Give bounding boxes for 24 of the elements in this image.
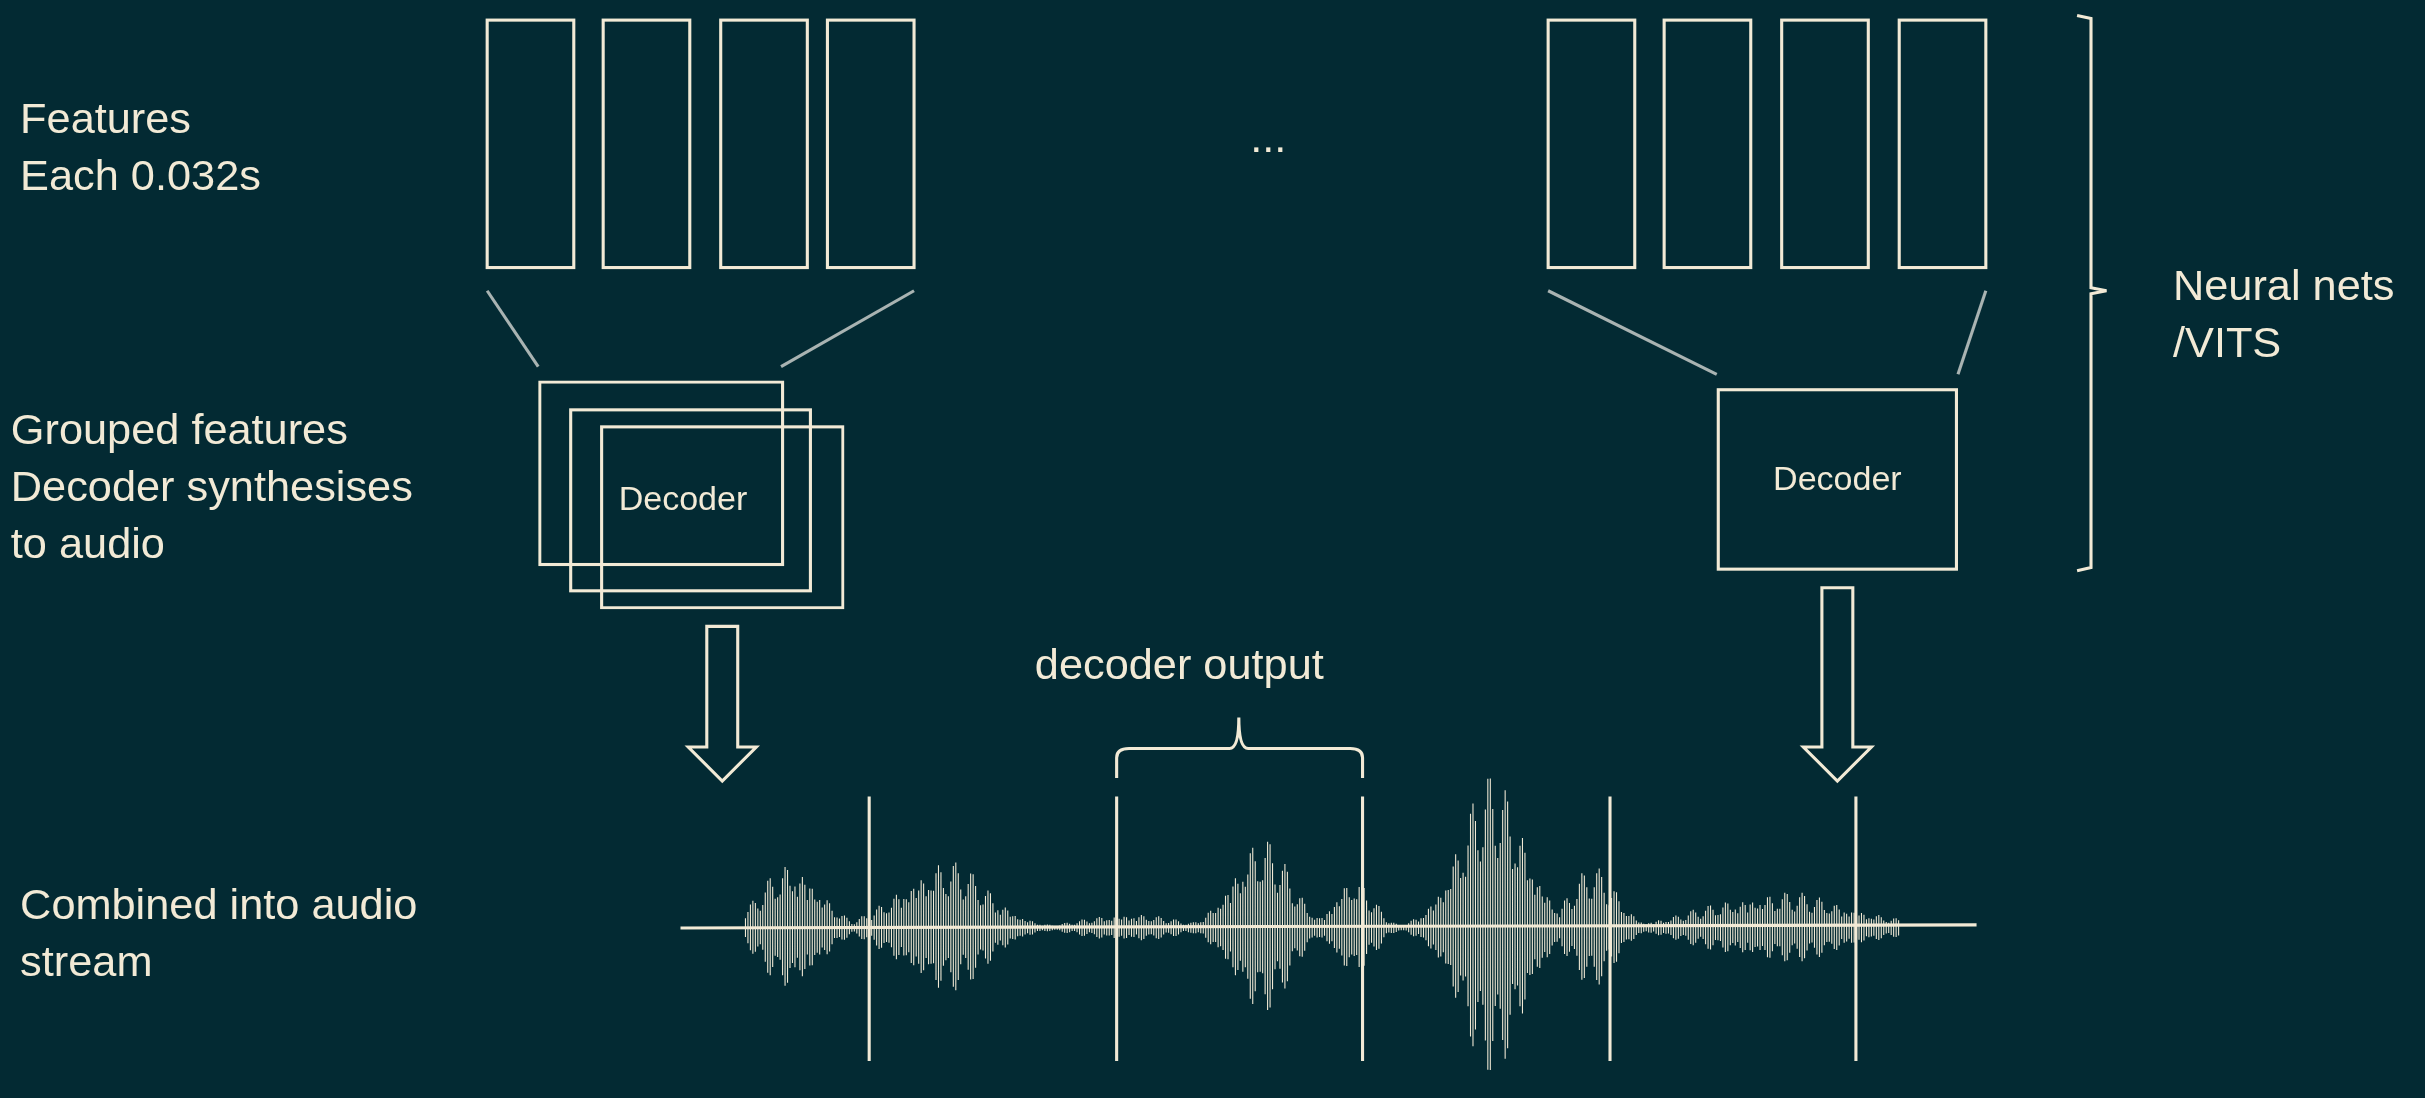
text-label: Features Each 0.032s: [20, 93, 262, 202]
text-label: Grouped features Decoder synthesises to audio: [10, 404, 414, 570]
feature-box: [1780, 18, 1870, 270]
ellipsis: ...: [1249, 111, 1288, 163]
feature-box: [601, 18, 692, 270]
feature-box: [485, 18, 576, 270]
feature-box: [719, 18, 809, 270]
feature-box: [1662, 18, 1753, 270]
stacked-decoder-boxes: [538, 380, 845, 610]
hollow-arrow: [1799, 586, 1876, 784]
text-label: decoder output: [1033, 639, 1325, 691]
hollow-arrow: [684, 624, 761, 784]
connector-line: [1547, 289, 1718, 376]
connector-line: [1956, 290, 1988, 375]
feature-box: [1546, 18, 1637, 270]
waveform-drawing: [680, 778, 1977, 1071]
text-label: Combined into audio stream: [20, 879, 419, 988]
decoder-label: Decoder: [618, 479, 748, 520]
feature-box: [825, 18, 916, 270]
connector-line: [780, 289, 915, 368]
decoder-box: Decoder: [1716, 388, 1958, 571]
connector-line: [485, 289, 540, 368]
feature-box: [1897, 18, 1988, 270]
text-label: Neural nets /VITS: [2172, 260, 2396, 369]
